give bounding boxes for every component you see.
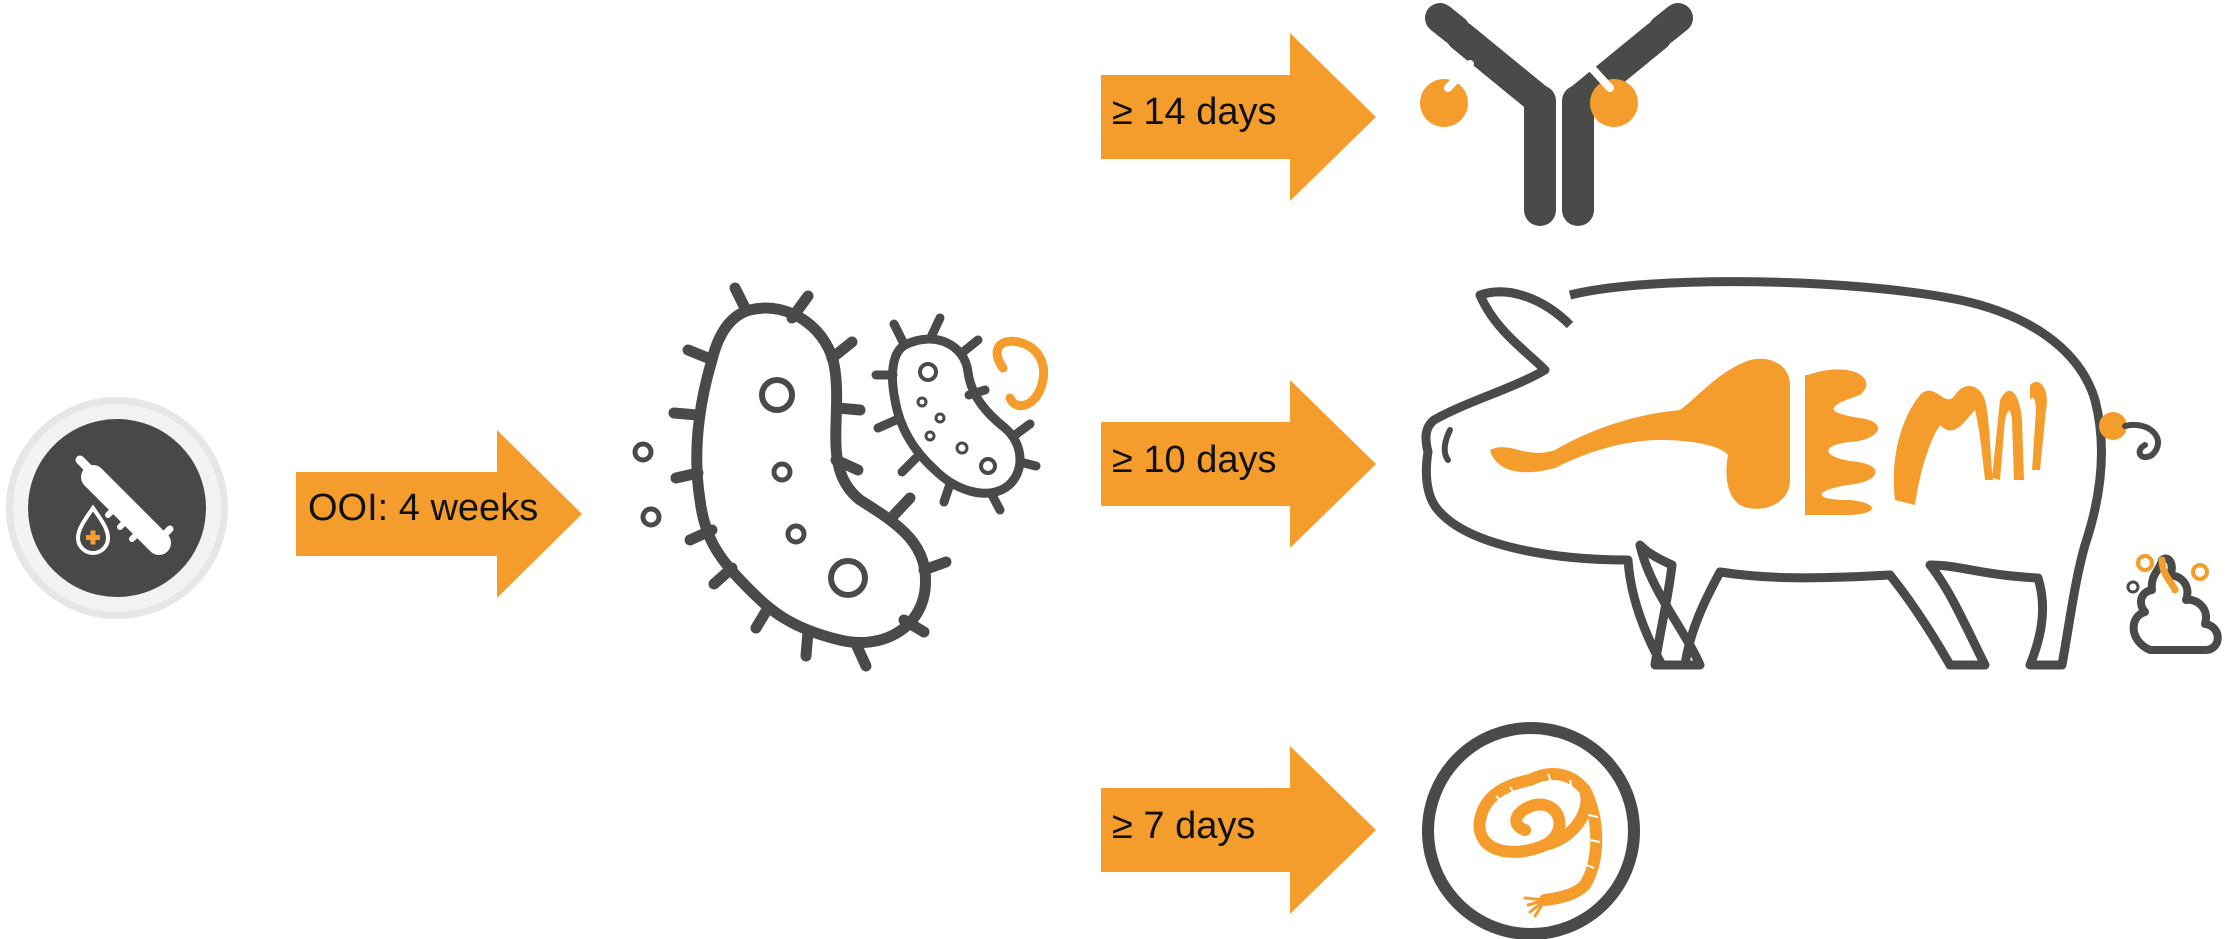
arrow-antibody: ≥ 14 days [1101, 33, 1376, 201]
arrow-pig-label: ≥ 10 days [1112, 439, 1277, 481]
syringe-icon [75, 455, 174, 555]
arrow-pig: ≥ 10 days [1101, 380, 1376, 548]
pig-intestine-icon [1421, 277, 2161, 670]
oral-fluid-rope-icon [1422, 722, 1640, 939]
arrow-rope-label: ≥ 7 days [1112, 805, 1255, 847]
arrow-ooi-label: OOI: 4 weeks [308, 487, 538, 529]
drop-plus-icon [75, 504, 111, 555]
vaccination-badge [6, 397, 228, 619]
feces-icon [2126, 554, 2222, 654]
pig-outline [1421, 277, 2106, 670]
arrow-antibody-label: ≥ 14 days [1112, 91, 1277, 133]
arrow-rope: ≥ 7 days [1101, 746, 1376, 914]
arrow-ooi: OOI: 4 weeks [296, 430, 582, 598]
intestine [1490, 358, 2047, 515]
antibody-icon [1420, 3, 1693, 226]
bacteria-icon [632, 282, 1049, 672]
